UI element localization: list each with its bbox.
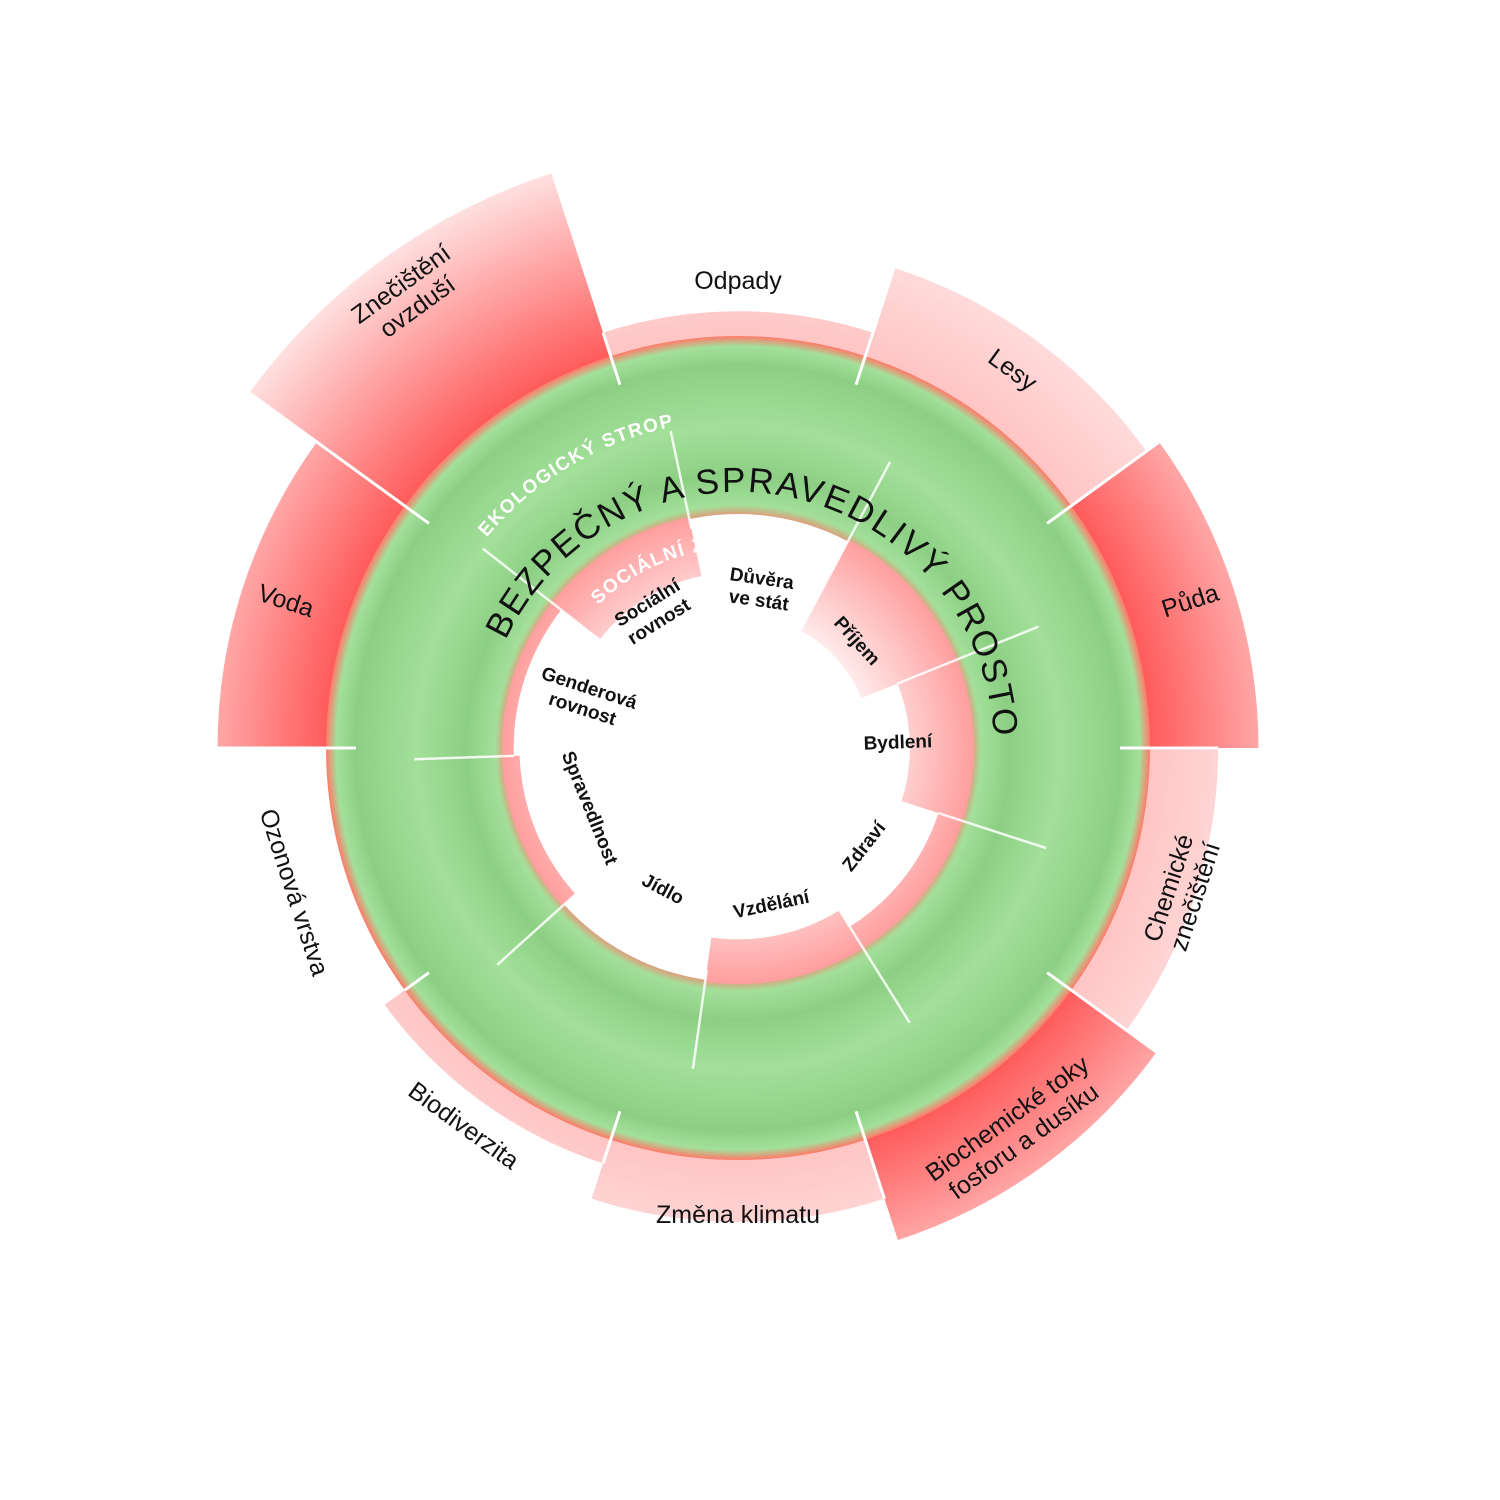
ceiling-divider [248, 391, 430, 525]
ceiling-label-ozonova-vrstva: Ozonová vrstva [254, 805, 334, 979]
sector-dividers [217, 267, 1219, 1200]
foundation-divider [838, 909, 911, 1024]
shortfall-spravedlnost [502, 755, 576, 906]
foundation-divider [414, 754, 515, 761]
foundation-divider [481, 547, 601, 641]
ceiling-divider [601, 1110, 622, 1164]
shortfall-zdravi [849, 813, 963, 949]
foundation-divider [938, 811, 1047, 850]
ceiling-divider [1046, 971, 1158, 1054]
ceiling-divider [1046, 440, 1160, 525]
ceiling-divider [403, 971, 430, 992]
social-shortfall-layer [502, 517, 974, 985]
ceiling-label-odpady: Odpady [694, 267, 782, 295]
foundation-divider [691, 969, 709, 1070]
shortfall-bydleni [897, 659, 974, 821]
shortfall-genderova-rovnost [502, 602, 562, 757]
overshoot-puda [1047, 442, 1259, 748]
foundation-divider [799, 461, 892, 632]
shortfall-prijem [800, 539, 957, 699]
overshoot-biochemicke-toky-fosforu-a-dusiku [856, 972, 1157, 1241]
overshoot-voda [217, 442, 429, 748]
foundation-divider [669, 430, 693, 530]
ceiling-label-zmena-klimatu: Změna klimatu [656, 1201, 820, 1229]
ceiling-divider [854, 267, 896, 386]
foundation-label-bydleni: Bydlení [863, 731, 933, 754]
foundation-label-duvera-ve-stat: Důvěrave stát [725, 564, 795, 616]
ceiling-divider [854, 1110, 886, 1200]
foundation-divider [896, 625, 1039, 685]
shortfall-socialni-rovnost [552, 517, 702, 640]
foundation-divider [496, 893, 577, 966]
overshoot-znecisteni-ovzdusi [249, 173, 620, 524]
ceiling-divider [601, 332, 622, 386]
shortfall-vzdelani [705, 910, 864, 985]
overshoot-lesy [856, 267, 1147, 524]
